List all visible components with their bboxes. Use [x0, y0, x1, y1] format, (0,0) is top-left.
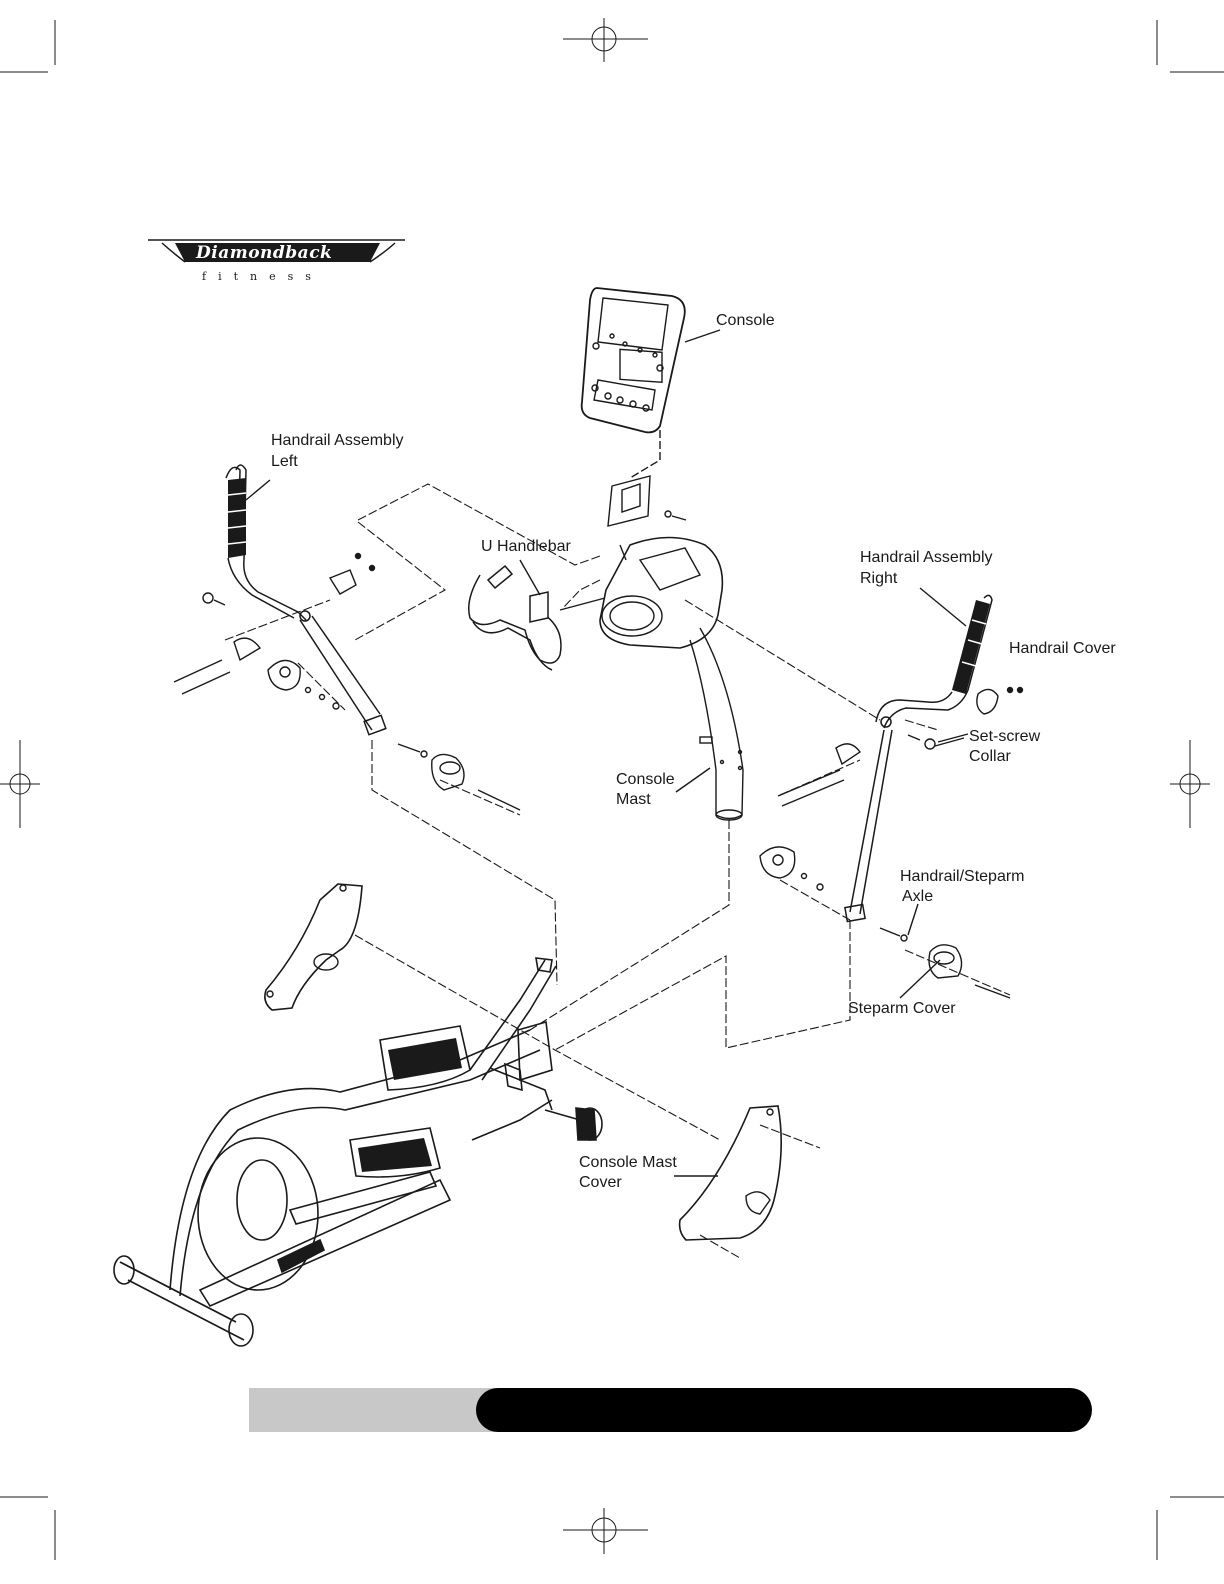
console-mast-tube — [690, 628, 743, 820]
brand-tagline: fitness — [202, 270, 323, 283]
label-console-mast-line1: Console — [616, 770, 675, 790]
u-handlebar-part — [469, 566, 561, 670]
label-setscrew-line2: Collar — [969, 747, 1011, 767]
label-handrail-right-line1: Handrail Assembly — [860, 548, 993, 568]
label-mast-cover-line2: Cover — [579, 1173, 622, 1193]
console-mast-cover-part — [674, 1106, 781, 1240]
label-mast-cover-line1: Console Mast — [579, 1153, 677, 1173]
label-handrail-left-line2: Left — [271, 452, 298, 472]
label-u-handlebar: U Handlebar — [481, 537, 571, 557]
elliptical-frame — [114, 958, 602, 1346]
label-steparm-cover: Steparm Cover — [848, 999, 956, 1019]
footer-black-bar — [476, 1388, 1092, 1432]
front-cover-left — [265, 884, 362, 1010]
label-setscrew-line1: Set-screw — [969, 727, 1040, 747]
label-handrail-left-line1: Handrail Assembly — [271, 431, 404, 451]
console-bracket — [608, 476, 686, 560]
label-handrail-right-line2: Right — [860, 569, 897, 589]
footer-gray-bar — [249, 1388, 509, 1432]
registration-target-top — [563, 18, 648, 62]
alignment-lines — [225, 484, 1010, 1258]
console-mast-head — [560, 538, 722, 649]
left-hardware — [174, 554, 520, 811]
label-axle-line1: Handrail/Steparm — [900, 867, 1025, 887]
handrail-left-part — [226, 465, 386, 735]
label-console-mast-line2: Mast — [616, 790, 651, 810]
console-part — [582, 288, 685, 432]
brand-name: Diamondback — [196, 243, 332, 263]
registration-target-bottom — [563, 1508, 648, 1554]
label-console: Console — [716, 311, 775, 331]
label-axle-line2: Axle — [902, 887, 933, 907]
label-handrail-cover: Handrail Cover — [1009, 639, 1116, 659]
